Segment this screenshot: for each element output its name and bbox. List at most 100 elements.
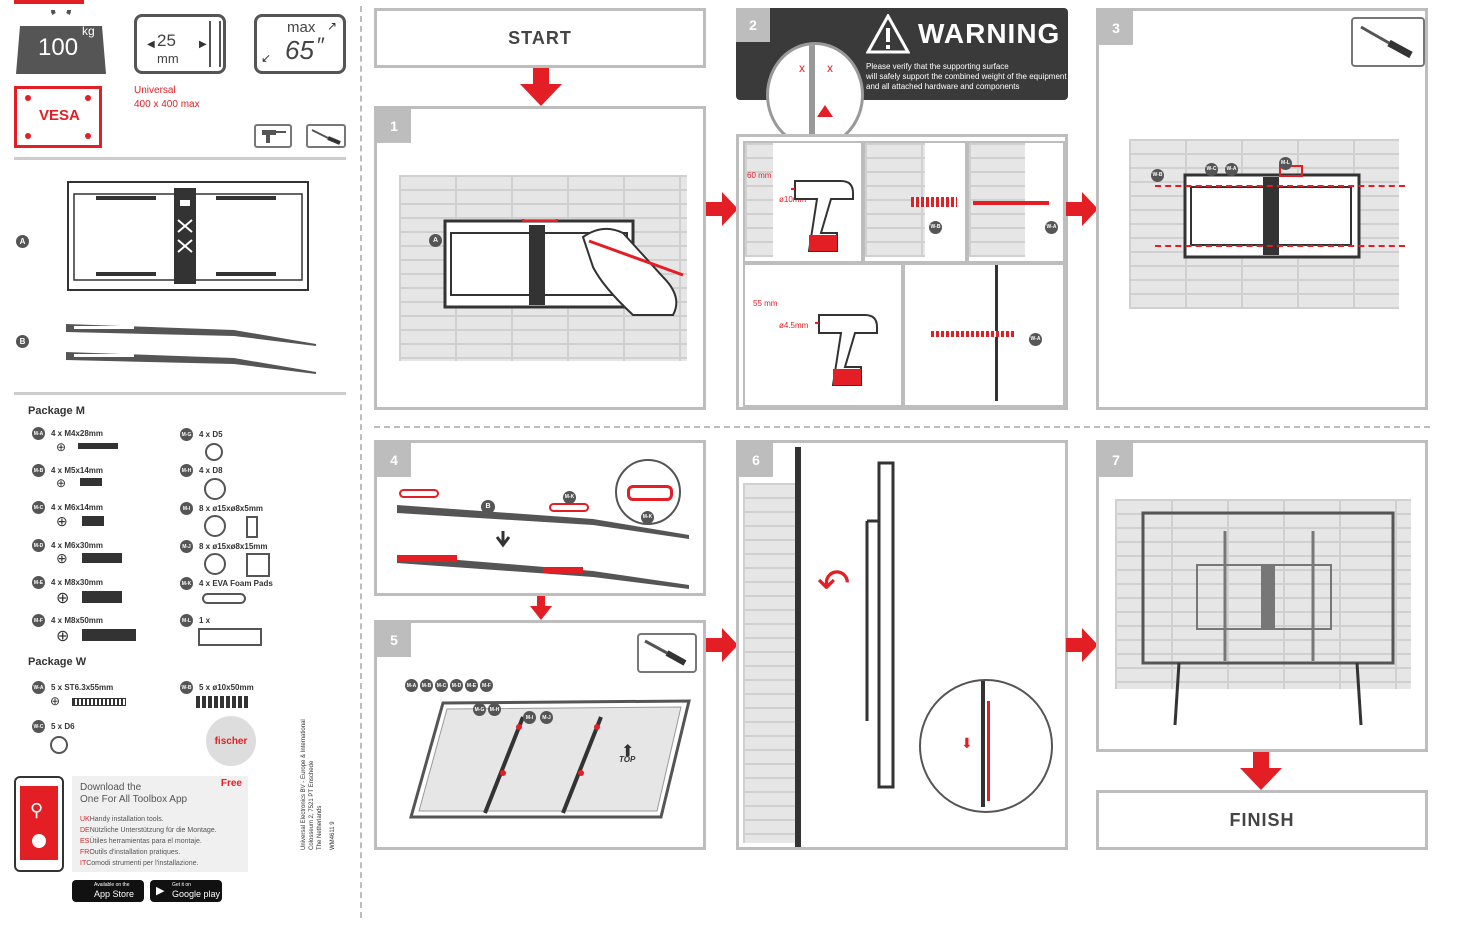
- wall-depth-icon: 25 mm ◀ ▶: [134, 14, 226, 74]
- wall-bracket-a-icon: [66, 180, 310, 297]
- plug-insert-subpanel: W-B: [863, 141, 967, 263]
- down-arrow-icon: [520, 68, 562, 111]
- part-b-marker: B: [481, 499, 495, 514]
- drill-depth-2: 55 mm: [753, 299, 778, 308]
- app-store-button[interactable]: Available on the App Store: [72, 880, 144, 902]
- power-drill-icon: [751, 173, 857, 258]
- down-arrow-icon: [530, 596, 552, 625]
- step-6-number: 6: [739, 443, 773, 477]
- drill-brick-subpanel: 60 mm ø10mm: [743, 141, 863, 263]
- step-2-number: 2: [736, 8, 770, 42]
- vesa-universal: Universal: [134, 85, 176, 96]
- right-arrow-icon: [706, 628, 738, 667]
- wood-screw-icon: [72, 698, 126, 706]
- screw-icon: [80, 478, 102, 486]
- tv-side-icon: [857, 461, 897, 796]
- rotate-arrow-icon: ↶: [817, 562, 851, 606]
- start-box: START: [374, 8, 706, 68]
- google-play-button[interactable]: ▶ Get it on Google play: [150, 880, 222, 902]
- package-w-title: Package W: [28, 656, 87, 668]
- finish-label: FINISH: [1229, 809, 1295, 830]
- size-prefix: max: [287, 19, 316, 36]
- company-vertical-text: Universal Electronics BV - Europe & Inte…: [301, 719, 323, 850]
- washer-icon: [205, 443, 223, 461]
- step-7-number: 7: [1099, 443, 1133, 477]
- weight-max: 100: [38, 34, 79, 61]
- model-vertical-text: WM4611 9: [330, 821, 336, 850]
- wall-check-icon: x x: [766, 42, 864, 148]
- tv-mounted-icon: [1141, 511, 1397, 736]
- app-title-line2: One For All Toolbox App: [80, 794, 188, 805]
- weight-icon: 100 kg: [14, 0, 108, 76]
- fischer-logo: fischer: [206, 716, 256, 766]
- right-arrow-icon: [1066, 628, 1098, 667]
- foam-pad-icon: [549, 503, 589, 512]
- screwdriver-tool-icon: [306, 124, 346, 148]
- hand-pencil-icon: [573, 217, 691, 322]
- arrow-right-icon: ▶: [199, 39, 207, 50]
- play-store-icon: ▶: [156, 885, 165, 897]
- app-promo: Download the One For All Toolbox App Fre…: [72, 776, 248, 872]
- step-1-number: 1: [377, 109, 411, 143]
- screw-head-icon: ⊕: [56, 476, 67, 490]
- part-b-badge: B: [16, 335, 29, 348]
- screw-icon: [82, 516, 104, 526]
- app-line-fr: FROutils d'installation pratiques.: [80, 849, 181, 856]
- step-5-number: 5: [377, 623, 411, 657]
- app-free: Free: [220, 778, 242, 789]
- hardware-badges-row: M-A M-B M-C M-D M-E M-F: [405, 679, 493, 692]
- step-4-panel: 4 B M-K M-K: [374, 440, 706, 596]
- vesa-size: 400 x 400 max: [134, 99, 200, 110]
- size-unit: ″: [317, 33, 325, 58]
- warning-text: Please verify that the supporting surfac…: [866, 62, 1067, 91]
- down-arrow-icon: [1240, 752, 1282, 795]
- tv-arms-b-icon: [64, 320, 320, 381]
- weight-unit: kg: [82, 24, 95, 38]
- app-line-it: ITComodi strumenti per l'installazione.: [80, 860, 199, 867]
- wall-bracket-side: [795, 447, 801, 847]
- search-icon: ⚲: [30, 800, 44, 820]
- foam-pad-icon: [399, 489, 439, 498]
- step-3-panel: 3 W-B W-C W-A M-L: [1096, 8, 1428, 410]
- screw-head-icon: ⊕: [56, 550, 68, 566]
- step-6-panel: 6 ↶ ⬇: [736, 440, 1068, 850]
- step-4-number: 4: [377, 443, 411, 477]
- brick-wall: [743, 483, 795, 843]
- top-label: TOP: [619, 755, 636, 764]
- app-line-es: ESÚtiles herramientas para el montaje.: [80, 838, 202, 845]
- arrow-sw-icon: ↙: [261, 51, 272, 65]
- washer-icon: [204, 553, 226, 575]
- warning-triangle-icon: [865, 12, 911, 59]
- zoom-detail-icon: M-K: [615, 459, 681, 525]
- play-icon: [32, 834, 46, 848]
- screw-wood-subpanel: W-A: [903, 263, 1065, 407]
- screw-head-icon: ⊕: [56, 440, 67, 454]
- zoom-detail-icon: ⬇: [919, 679, 1053, 813]
- step-7-panel: 7: [1096, 440, 1428, 752]
- step-2-warning: 2 x x WARNING Please verify that the sup…: [736, 8, 1068, 148]
- screw-head-icon: ⊕: [50, 694, 61, 708]
- screw-icon: [82, 591, 122, 603]
- screw-icon: [973, 201, 1049, 205]
- drill-diameter-2: ø4.5mm: [779, 321, 809, 330]
- drill-depth-1: 60 mm: [747, 171, 772, 180]
- spacer-icon: [246, 516, 258, 538]
- vesa-icon: VESA: [14, 86, 102, 148]
- screw-insert-subpanel: W-A: [967, 141, 1065, 263]
- screw-head-icon: ⊕: [56, 590, 70, 607]
- power-drill-icon: [765, 307, 881, 392]
